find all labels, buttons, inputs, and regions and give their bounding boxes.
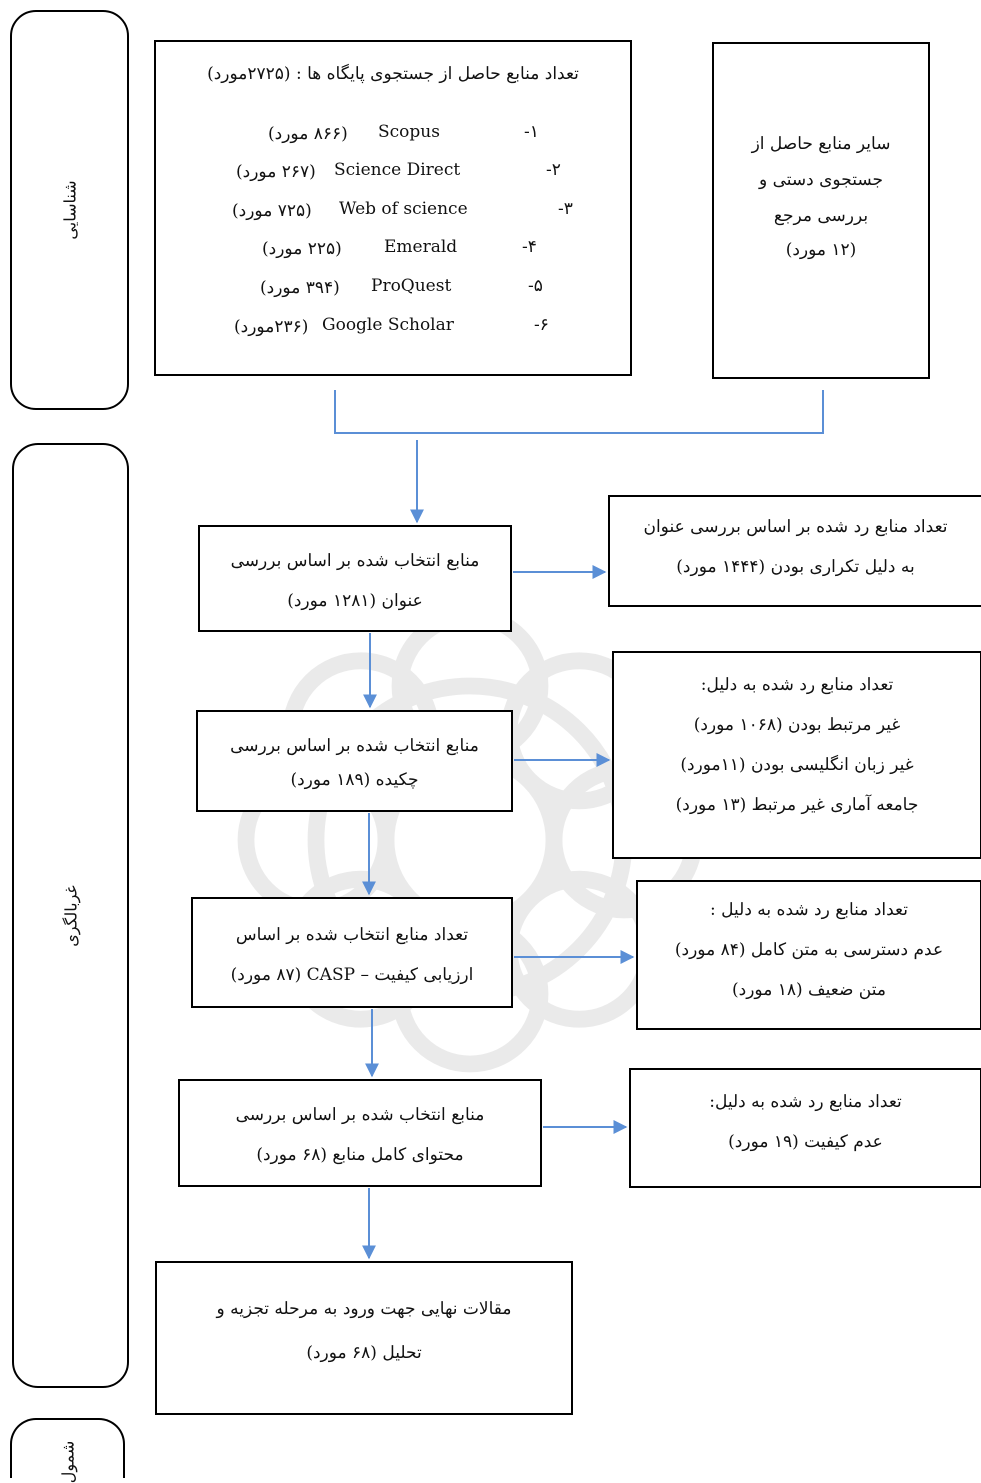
item-1-number: -۱ <box>524 122 539 142</box>
item-2-number: -۲ <box>546 160 561 180</box>
excluded-1-line-2: به دلیل تکراری بودن (۱۴۴۴ مورد) <box>676 557 915 577</box>
excluded-2-line-4: جامعه آماری غیر مرتبط (۱۳ مورد) <box>675 795 919 815</box>
item-4-name: Emerald <box>384 237 458 257</box>
excluded-box-duplicates: تعداد منابع رد شده بر اساس بررسی عنوان ب… <box>608 495 981 607</box>
database-box-title: تعداد منابع حاصل از جستجوی پایگاه ها : (… <box>207 64 579 84</box>
flow-connectors <box>334 390 824 1260</box>
item-1-name: Scopus <box>378 122 440 142</box>
item-6-name: Google Scholar <box>322 315 454 335</box>
item-6-number: -۶ <box>534 315 549 335</box>
excluded-3-line-2: عدم دسترسی به متن کامل (۸۴ مورد) <box>674 940 944 960</box>
excluded-box-full-text: تعداد منابع رد شده به دلیل : عدم دسترسی … <box>636 880 981 1030</box>
item-2-count: (۲۶۷ مورد) <box>236 162 316 182</box>
item-3-count: (۷۲۵ مورد) <box>232 201 312 221</box>
excluded-2-line-2: غیر مرتبط بودن (۱۰۶۸ مورد) <box>693 715 901 735</box>
other-sources-line-3: بررسی مرجع <box>773 206 869 226</box>
selected-1-line-1: منابع انتخاب شده بر اساس بررسی <box>230 551 480 571</box>
item-3-number: -۳ <box>558 199 573 219</box>
excluded-1-line-1: تعداد منابع رد شده بر اساس بررسی عنوان <box>643 517 948 537</box>
selected-box-abstract-review: منابع انتخاب شده بر اساس بررسی چکیده (۱۸… <box>196 710 513 812</box>
selected-4-line-2: محتوای کامل منابع (۶۸ مورد) <box>256 1145 464 1165</box>
stage-screening: غربالگری <box>12 443 129 1388</box>
excluded-3-line-3: متن ضعیف (۱۸ مورد) <box>732 980 886 1000</box>
item-5-name: ProQuest <box>371 276 452 296</box>
selected-2-line-2: چکیده (۱۸۹ مورد) <box>290 770 419 790</box>
selected-2-line-1: منابع انتخاب شده بر اساس بررسی <box>230 736 479 756</box>
item-6-count: (۲۳۶مورد) <box>234 317 309 337</box>
stage-identification: شناسایی <box>10 10 129 410</box>
selected-3-line-1: تعداد منابع انتخاب شده بر اساس <box>235 925 469 945</box>
selected-box-casp-quality: تعداد منابع انتخاب شده بر اساس ارزیابی ک… <box>191 897 513 1008</box>
final-included-box: مقالات نهایی جهت ورود به مرحله تجزیه و ت… <box>155 1261 573 1415</box>
item-4-number: -۴ <box>522 237 537 257</box>
item-4-count: (۲۲۵ مورد) <box>262 239 342 259</box>
selected-4-line-1: منابع انتخاب شده بر اساس بررسی <box>235 1105 485 1125</box>
selected-3-line-2: ارزیابی کیفیت – CASP (۸۷ مورد) <box>230 965 474 985</box>
excluded-4-line-1: تعداد منابع رد شده به دلیل: <box>709 1092 902 1112</box>
final-line-1: مقالات نهایی جهت ورود به مرحله تجزیه و <box>216 1299 512 1319</box>
final-line-2: تحلیل (۶۸ مورد) <box>306 1343 422 1363</box>
item-3-name: Web of science <box>339 199 468 219</box>
excluded-2-line-3: غیر زبان انگلیسی بودن (۱۱مورد) <box>680 755 914 775</box>
merge-bracket <box>334 390 824 434</box>
excluded-box-irrelevant: تعداد منابع رد شده به دلیل: غیر مرتبط بو… <box>612 651 981 859</box>
item-2-name: Science Direct <box>334 160 461 180</box>
other-sources-line-1: سایر منابع حاصل از <box>751 134 891 154</box>
excluded-4-line-2: عدم کیفیت (۱۹ مورد) <box>728 1132 883 1152</box>
excluded-2-line-1: تعداد منابع رد شده به دلیل: <box>700 675 894 695</box>
excluded-3-line-1: تعداد منابع رد شده به دلیل : <box>710 900 908 920</box>
item-5-count: (۳۹۴ مورد) <box>260 278 340 298</box>
selected-box-title-review: منابع انتخاب شده بر اساس بررسی عنوان (۱۲… <box>198 525 512 632</box>
other-sources-line-2: جستجوی دستی و <box>759 170 883 190</box>
selected-1-line-2: عنوان (۱۲۸۱ مورد) <box>287 591 423 611</box>
excluded-box-quality: تعداد منابع رد شده به دلیل: عدم کیفیت (۱… <box>629 1068 981 1188</box>
stage-inclusion: شمول <box>10 1418 125 1483</box>
selected-box-full-content: منابع انتخاب شده بر اساس بررسی محتوای کا… <box>178 1079 542 1187</box>
item-1-count: (۸۶۶ مورد) <box>268 124 348 144</box>
other-sources-box: سایر منابع حاصل از جستجوی دستی و بررسی م… <box>712 42 930 379</box>
other-sources-line-4: (۱۲ مورد) <box>785 240 857 260</box>
stage-inclusion-label: شمول <box>58 1440 77 1483</box>
database-sources-box: تعداد منابع حاصل از جستجوی پایگاه ها : (… <box>154 40 632 376</box>
item-5-number: -۵ <box>528 276 543 296</box>
